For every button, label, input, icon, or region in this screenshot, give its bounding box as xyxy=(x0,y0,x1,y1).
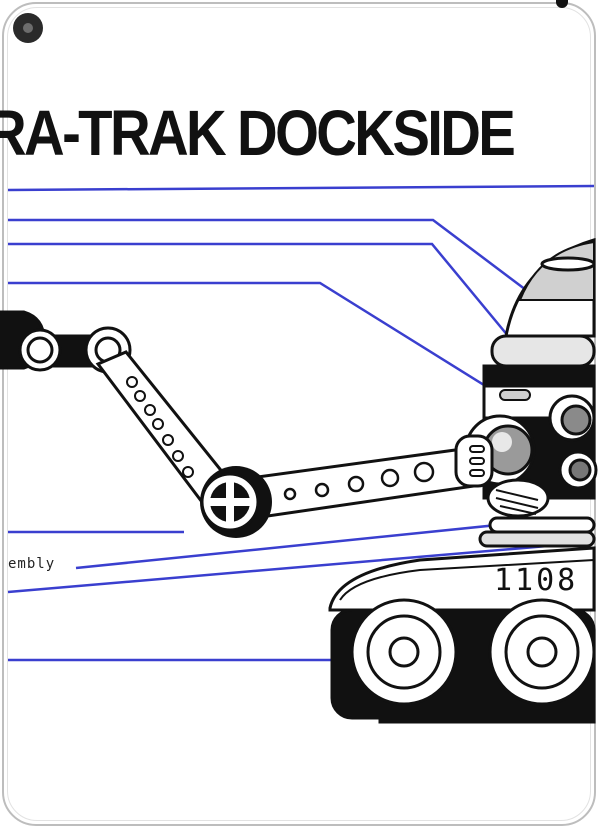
vehicle-hull xyxy=(328,546,596,612)
front-camera-icon xyxy=(13,13,43,43)
vehicle-body xyxy=(454,237,598,548)
hull-number: 1108 xyxy=(494,563,578,598)
leader-line-4 xyxy=(8,281,501,397)
elbow-joint xyxy=(200,466,272,538)
leader-line-6 xyxy=(75,516,567,570)
sensor-icon xyxy=(556,0,568,8)
leader-line-2 xyxy=(8,218,547,306)
callout-label: embly xyxy=(8,556,56,572)
leader-line-1 xyxy=(7,184,595,192)
vehicle-tracks xyxy=(330,598,596,724)
poster-title: RA-TRAK DOCKSIDE L xyxy=(0,97,514,169)
leader-line-7 xyxy=(7,540,595,594)
crane-arm-lower xyxy=(234,446,476,522)
